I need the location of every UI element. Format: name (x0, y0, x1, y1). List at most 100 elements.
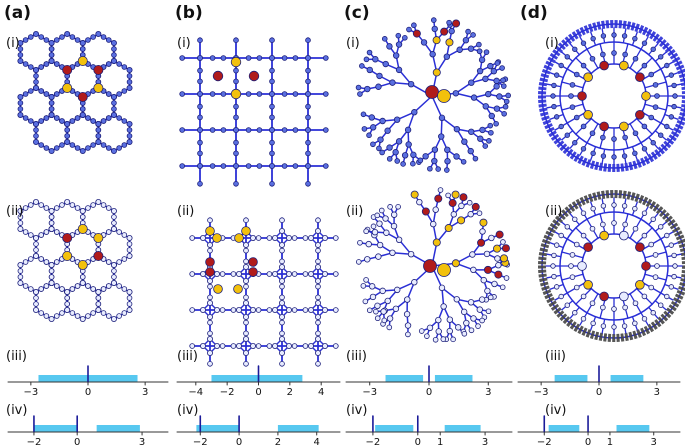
honeycomb-node (43, 37, 50, 43)
tree-node (503, 275, 510, 281)
lattice-node (206, 349, 213, 356)
lattice-node (292, 91, 299, 97)
lattice-node (179, 163, 186, 169)
lattice-node (278, 277, 285, 284)
ring-node (658, 132, 664, 138)
lattice-node (230, 271, 237, 277)
lattice-node (304, 162, 311, 169)
honeycomb-node (69, 34, 76, 40)
lattice-node (322, 91, 329, 97)
highlight-node (233, 284, 243, 294)
honeycomb-node (17, 268, 24, 274)
lattice-node (322, 127, 329, 133)
ring-node (632, 130, 639, 137)
lattice-node (302, 307, 309, 313)
ring-node (641, 40, 648, 46)
tree-node (416, 198, 423, 206)
tree-node (395, 203, 401, 210)
ring-node (550, 263, 556, 269)
spectrum-tick-label: 0 (596, 387, 602, 398)
lattice-node (315, 360, 321, 367)
ring-node (573, 284, 580, 291)
tree-node (395, 32, 402, 39)
panel-c-label: (c) (344, 3, 370, 23)
lattice-node (179, 91, 186, 97)
highlight-node (479, 218, 488, 227)
honeycomb-node (126, 127, 133, 133)
ring-node (658, 224, 664, 230)
tree-node (484, 287, 491, 295)
honeycomb-node (38, 310, 44, 316)
honeycomb-node (111, 220, 117, 226)
honeycomb-node (38, 64, 44, 70)
lattice-node (243, 294, 249, 301)
tree-node (467, 211, 474, 218)
ring-node (573, 71, 580, 78)
lattice-node (314, 313, 321, 320)
row-c-i-label: (i) (346, 36, 360, 51)
lattice-node (332, 307, 339, 313)
highlight-node (205, 226, 215, 236)
spectrum-tick-label: −2 (366, 437, 381, 447)
lattice-node (278, 349, 285, 356)
tree-node (438, 114, 446, 122)
lattice-node (242, 349, 249, 356)
lattice-node (233, 150, 239, 157)
spectrum-tick-label: 3 (654, 387, 660, 398)
spectrum-band (554, 375, 588, 382)
lattice-node (232, 162, 239, 169)
honeycomb-node (43, 115, 50, 121)
inner-ring-node (599, 230, 609, 241)
honeycomb-node (53, 229, 60, 235)
honeycomb-node (110, 147, 117, 154)
lattice-node (242, 277, 249, 284)
honeycomb-node (74, 115, 81, 121)
highlight-node (494, 270, 503, 279)
ring-node (580, 40, 587, 46)
lattice-node (269, 181, 275, 187)
tree-node (404, 126, 412, 134)
tree-node (370, 223, 377, 230)
lattice-node (255, 307, 262, 313)
lattice-node (196, 127, 203, 134)
tree-node (500, 77, 506, 84)
honeycomb-node (48, 106, 55, 112)
ring-node (648, 241, 655, 248)
tree-node (483, 250, 491, 258)
lattice-node (322, 163, 329, 169)
tree-node (468, 79, 475, 86)
honeycomb-node (22, 205, 29, 211)
tree-node (411, 109, 418, 116)
ring-node (569, 274, 576, 280)
lattice-node (305, 37, 311, 43)
tree-node (387, 204, 393, 210)
lattice-node (206, 277, 213, 284)
lattice-node (197, 139, 203, 146)
highlight-node (434, 194, 443, 203)
honeycomb-node (116, 145, 122, 151)
spectrum-tick-label: 3 (651, 437, 657, 447)
honeycomb-node (53, 61, 60, 67)
tree-node (500, 239, 506, 245)
lattice-node (281, 127, 288, 133)
honeycomb-node (85, 37, 91, 43)
ring-node (658, 302, 664, 308)
tree-node (384, 297, 391, 305)
honeycomb-node (17, 106, 24, 112)
tree-node (494, 255, 501, 262)
honeycomb-node (126, 295, 133, 301)
spectrum-tick-label: 0 (74, 437, 80, 447)
tree-node (493, 120, 499, 127)
honeycomb-node (43, 283, 50, 289)
highlight-node (451, 259, 460, 268)
highlight-node (501, 244, 510, 253)
lattice-node (219, 271, 226, 277)
honeycomb-node (48, 214, 55, 220)
tree-node (444, 146, 451, 154)
lattice-node (279, 283, 285, 290)
honeycomb-node (28, 118, 34, 124)
ring-node (648, 114, 655, 121)
tree-node (495, 262, 502, 269)
ring-node (600, 153, 607, 159)
tree-node (383, 229, 390, 236)
